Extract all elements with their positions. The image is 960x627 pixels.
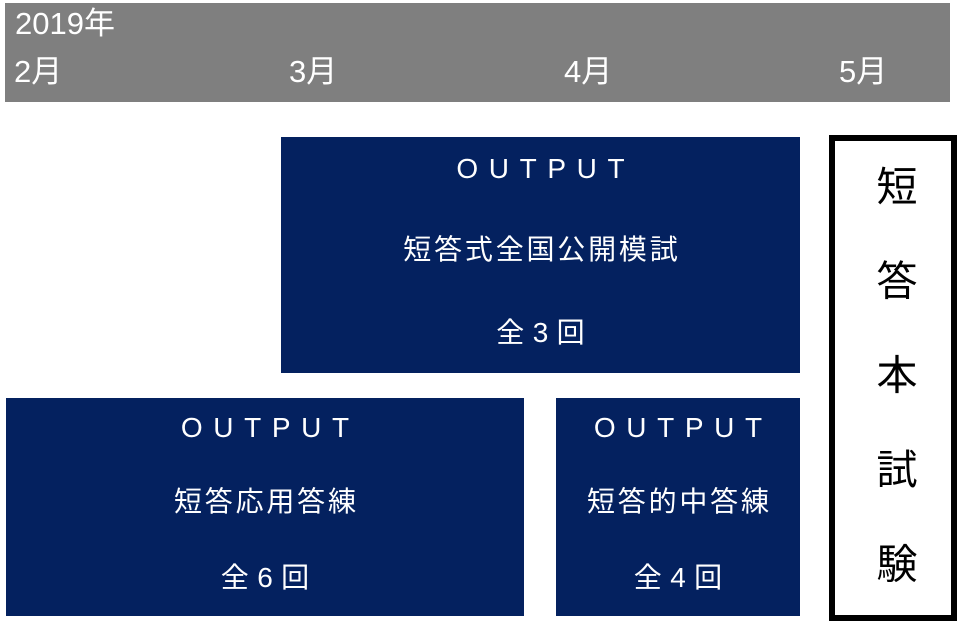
month-label-april: 4月 bbox=[564, 54, 613, 89]
month-label-february: 2月 bbox=[14, 54, 63, 89]
course-category-label: OUTPUT bbox=[456, 153, 636, 184]
course-category-label: OUTPUT bbox=[180, 412, 360, 443]
course-sessions-label: 全6回 bbox=[220, 562, 318, 593]
course-box-national-mock-exam: OUTPUT 短答式全国公開模試 全3回 bbox=[281, 137, 800, 373]
timeline-header-bar: 2019年 2月 3月 4月 5月 bbox=[5, 3, 950, 102]
month-label-march: 3月 bbox=[289, 54, 338, 89]
course-box-target-practice: OUTPUT 短答的中答練 全4回 bbox=[556, 398, 800, 616]
exam-name-label: 短答本試験 bbox=[869, 164, 917, 627]
course-box-applied-practice: OUTPUT 短答応用答練 全6回 bbox=[6, 398, 524, 616]
exam-box-short-answer-main-exam: 短答本試験 bbox=[829, 135, 957, 627]
course-category-label: OUTPUT bbox=[593, 412, 773, 443]
month-label-may: 5月 bbox=[839, 54, 888, 89]
course-name-label: 短答応用答練 bbox=[173, 486, 359, 517]
course-sessions-label: 全4回 bbox=[633, 562, 731, 593]
year-label: 2019年 bbox=[15, 6, 115, 41]
course-sessions-label: 全3回 bbox=[496, 317, 594, 348]
course-name-label: 短答式全国公開模試 bbox=[403, 234, 681, 265]
course-name-label: 短答的中答練 bbox=[586, 486, 772, 517]
